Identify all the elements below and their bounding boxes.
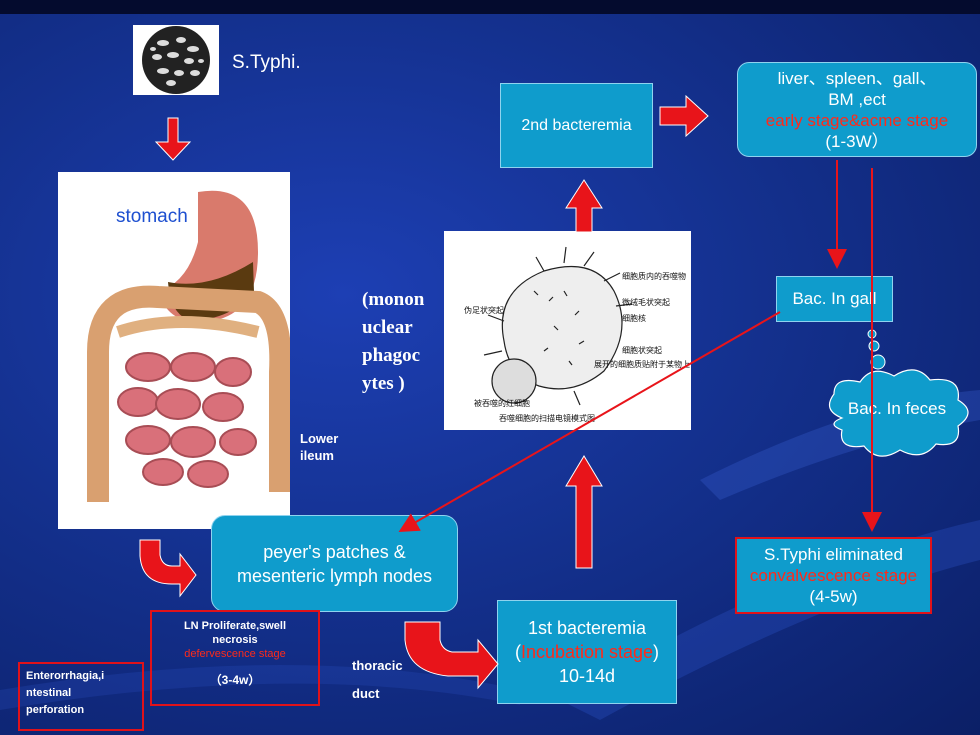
first-bacteremia-box: 1st bacteremia (Incubation stage) 10-14d [497,600,677,704]
second-bacteremia-box: 2nd bacteremia [500,83,653,168]
bac-in-feces-cloud: Bac. In feces [812,320,980,465]
second-bacteremia-label: 2nd bacteremia [521,116,632,134]
annotation-text: 伪足状突起 [464,305,504,315]
arrow-down-pathogen [154,117,192,161]
annotation-text: 微绒毛状突起 [622,297,670,307]
arrow-up-first [565,455,603,569]
peyers-patches-box: peyer's patches & mesenteric lymph nodes [211,515,458,612]
arrow-thoracic-duct [404,621,499,690]
lower-ileum-label: Lower ileum [300,431,339,463]
top-bar [0,0,980,14]
annotation-text: 细胞状突起 [622,345,662,355]
complication-box: Enterorrhagia,i ntestinal perforation [18,662,144,731]
arrow-ileum-peyer [139,539,197,598]
organs-box: liver、spleen、gall、 BM ,ect early stage&a… [737,62,977,157]
incubation-stage-line: (Incubation stage) [514,642,660,662]
eliminated-box: S.Typhi eliminated convalvescence stage … [735,537,932,614]
pathogen-label: S.Typhi. [232,52,301,73]
salmonella-micrograph [133,25,219,95]
annotation-text: 展开的细胞质贴附于某物上 [594,359,690,369]
annotation-text: 细胞核 [622,313,646,323]
stomach-label: stomach [116,206,188,227]
bac-in-feces-label: Bac. In feces [847,399,947,418]
arrow-right-organs [659,94,709,138]
annotation-text: 细胞质内的吞噬物 [622,271,686,281]
ln-proliferate-box: LN Proliferate,swell necrosis defervesce… [150,610,320,706]
annotation-text: 被吞噬的红细胞 [474,398,530,408]
phagocyte-sem-diagram: 细胞质内的吞噬物 微绒毛状突起 细胞核 伪足状突起 细胞状突起 展开的细胞质贴附… [444,231,691,430]
mononuclear-phagocytes-label: (monon uclear phagoc ytes ) [362,289,425,394]
micrograph-caption: 吞噬细胞的扫描电镜模式图 [499,413,595,423]
arrow-up-second [565,179,603,233]
digestive-system-illustration [58,172,292,529]
bac-in-gall-box: Bac. In gall [776,276,893,322]
thoracic-duct-label: thoracic duct [352,658,403,701]
